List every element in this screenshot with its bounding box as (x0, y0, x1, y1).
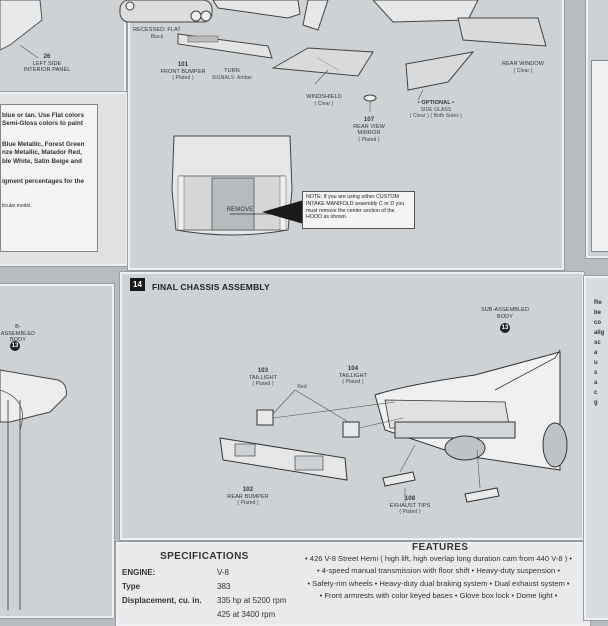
sub-assembled-body-label: SUB-ASSEMBLED BODY (480, 307, 530, 320)
feature-line: • 4-speed manual transmission with floor… (316, 566, 561, 576)
rear-window-label: REAR WINDOW( Clear ) (501, 61, 545, 74)
note-arrow (262, 200, 304, 224)
top-parts-drawing (119, 0, 547, 112)
windshield-label: WINDSHIELD( Clear ) (306, 94, 342, 107)
spec-row: 425 at 3400 rpm (217, 610, 276, 619)
remove-label: REMOVE (226, 207, 254, 213)
hood-note: NOTE: If you are using either CUSTOM INT… (302, 191, 415, 229)
interior-panel-label: 26 LEFT SIDE INTERIOR PANEL (23, 54, 71, 73)
left-body-label: B-ASSEMBLED BODY (0, 324, 36, 343)
side-glass-label: • OPTIONAL •SIDE GLASS( Clear ) ( Both S… (409, 100, 463, 119)
chassis-drawing (219, 349, 568, 503)
interior-panel-drawing (0, 0, 43, 59)
paint-instructions-box (0, 104, 98, 252)
step-number: 14 (130, 278, 145, 291)
sub-assembled-body-badge: 13 (500, 323, 510, 333)
spec-row: ENGINE:V-8 (122, 568, 230, 577)
feature-line: • 426 V-8 Street Hemi ( high lift, high … (304, 554, 572, 563)
right-strip-white-box (591, 60, 608, 252)
features-list: • 426 V-8 Street Hemi ( high lift, high … (296, 553, 581, 603)
feature-line: • Front armrests with color keyed bases … (319, 591, 558, 601)
step-title: FINAL CHASSIS ASSEMBLY (152, 282, 270, 292)
red-label: Red (297, 384, 307, 390)
spec-row: Displacement, cu. in.335 hp at 5200 rpm (122, 596, 287, 605)
left-body-drawing (0, 369, 67, 610)
right-strip-lower-panel (584, 276, 608, 620)
left-body-badge: 13 (10, 341, 20, 351)
feature-line: • Safety-rim wheels • Heavy-duty dual br… (307, 578, 570, 588)
hood-drawing (171, 135, 295, 236)
recessed-label: RECESSED: FlatBlack (133, 27, 181, 40)
paint-instructions-text: blue or tan. Use Flat colors Semi-Gloss … (2, 112, 85, 210)
grille-part (119, 0, 213, 23)
features-title: FEATURES (412, 542, 469, 553)
specifications-title: SPECIFICATIONS (160, 551, 249, 562)
